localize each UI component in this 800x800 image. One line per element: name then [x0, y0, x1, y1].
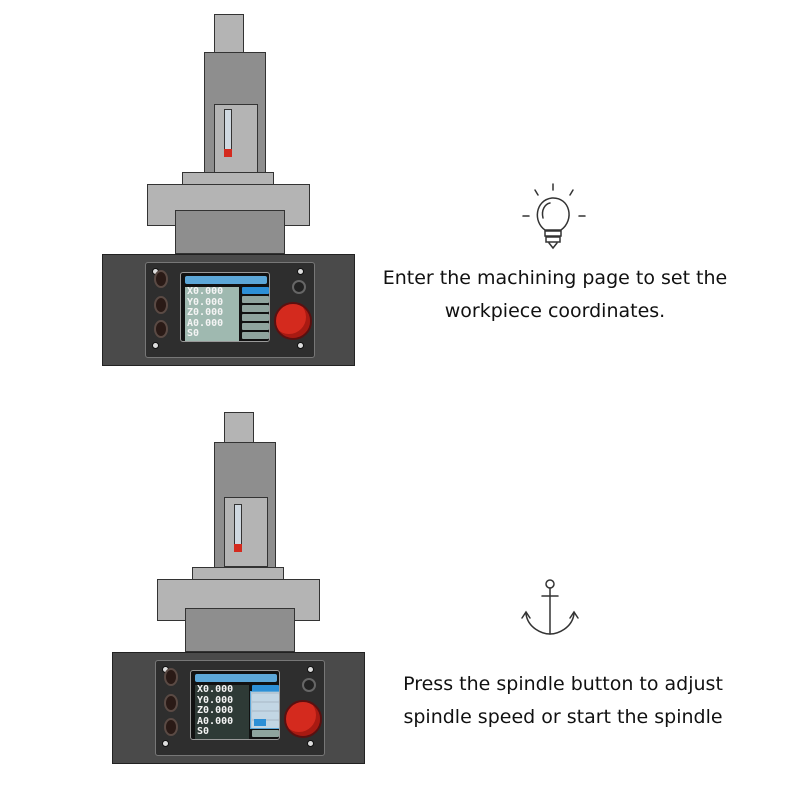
panel-button-3[interactable]: [164, 718, 178, 736]
lightbulb-icon: [522, 183, 586, 250]
small-button[interactable]: [302, 678, 316, 692]
screen-menu: [242, 287, 269, 341]
lcd-screen: X0.000 Y0.000 Z0.000 A0.000 S0: [180, 272, 270, 342]
lcd-screen: X0.000 Y0.000 Z0.000 A0.000 S0: [190, 670, 280, 740]
panel-button-1[interactable]: [154, 270, 168, 288]
panel-button-1[interactable]: [164, 668, 178, 686]
spindle-button[interactable]: [284, 700, 322, 738]
small-button[interactable]: [292, 280, 306, 294]
coordinate-readout: X0.000 Y0.000 Z0.000 A0.000 S0: [185, 286, 239, 341]
machine-illustration-1: X0.000 Y0.000 Z0.000 A0.000 S0: [102, 14, 362, 374]
machine-illustration-2: X0.000 Y0.000 Z0.000 A0.000 S0: [112, 412, 372, 772]
panel-button-3[interactable]: [154, 320, 168, 338]
spindle-dialog: [250, 691, 279, 729]
anchor-icon: [521, 579, 579, 635]
panel-button-2[interactable]: [154, 296, 168, 314]
spindle-button[interactable]: [274, 302, 312, 340]
panel-button-2[interactable]: [164, 694, 178, 712]
